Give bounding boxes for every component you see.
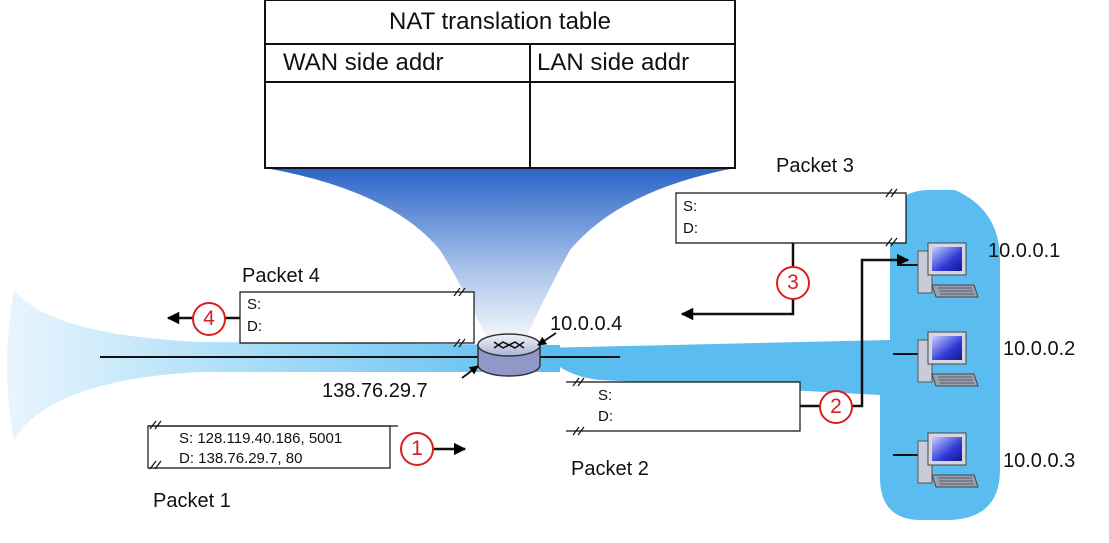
step-3-badge: 3 (776, 266, 810, 300)
packet-1-label: Packet 1 (153, 490, 231, 512)
packet-2-label: Packet 2 (571, 458, 649, 480)
host-2-address: 10.0.0.2 (1003, 338, 1076, 360)
nat-table-title: NAT translation table (389, 8, 611, 35)
host-3-address: 10.0.0.3 (1003, 450, 1076, 472)
packet-4-src: S: (247, 296, 262, 313)
lan-region (540, 190, 1000, 520)
packet-3-dst: D: (683, 220, 698, 237)
packet-1-dst: D: 138.76.29.7, 80 (179, 450, 303, 467)
packet-1-box (147, 420, 398, 470)
step-2-badge: 2 (819, 390, 853, 424)
packet-4-dst: D: (247, 318, 262, 335)
wan-stream (7, 290, 560, 440)
lan-addr-pointer (537, 332, 557, 346)
packet-3-label: Packet 3 (776, 155, 854, 177)
packet-3-box (675, 188, 907, 247)
packet-3-arrow (680, 298, 795, 321)
packet-3-src: S: (683, 198, 698, 215)
packet-2-arrow (851, 253, 910, 408)
table-funnel (265, 168, 735, 350)
packet-4-label: Packet 4 (242, 265, 320, 287)
host-1-computer-icon (917, 242, 979, 298)
packet-2-dst: D: (598, 408, 613, 425)
packet-2-src: S: (598, 387, 613, 404)
nat-table-wan-header: WAN side addr (283, 49, 444, 76)
nat-table-box (264, 0, 736, 169)
router-wan-address: 138.76.29.7 (322, 380, 428, 402)
router-lan-address: 10.0.0.4 (550, 313, 623, 335)
step-1-badge: 1 (400, 432, 434, 466)
router-icon (477, 333, 541, 377)
packet-1-src: S: 128.119.40.186, 5001 (179, 430, 343, 447)
host-3-computer-icon (917, 432, 979, 488)
packet-4-box (239, 287, 475, 348)
step-4-badge: 4 (192, 302, 226, 336)
host-2-computer-icon (917, 331, 979, 387)
nat-table-lan-header: LAN side addr (537, 49, 690, 76)
wan-addr-pointer (461, 365, 479, 379)
host-1-address: 10.0.0.1 (988, 240, 1061, 262)
